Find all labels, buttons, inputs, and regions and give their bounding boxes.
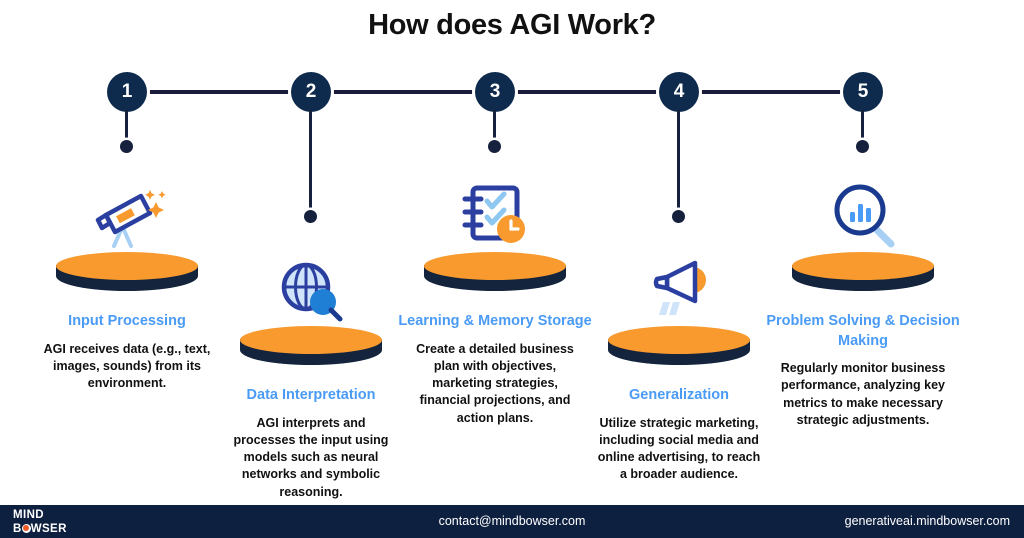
timeline-drop-1	[125, 110, 128, 142]
podium-top	[56, 252, 198, 280]
step-title-1: Input Processing	[68, 313, 186, 329]
timeline-marker-2: 2	[291, 72, 331, 112]
logo-line-1: MIND	[13, 509, 44, 521]
step-description-4: Utilize strategic marketing, including s…	[597, 415, 761, 482]
logo-b: B	[13, 522, 22, 535]
timeline-node-1[interactable]: 1	[107, 72, 147, 153]
footer-website[interactable]: generativeai.mindbowser.com	[844, 514, 1010, 528]
notebook-clock-icon	[395, 178, 595, 250]
timeline-drop-2	[309, 110, 312, 212]
podium-2	[240, 326, 382, 372]
step-3[interactable]: Learning & Memory Storage Create a detai…	[395, 178, 595, 427]
timeline-node-3[interactable]: 3	[475, 72, 515, 153]
step-description-5: Regularly monitor business performance, …	[780, 361, 946, 427]
podium-3	[424, 252, 566, 298]
timeline-dot-1	[120, 140, 133, 153]
timeline-node-4[interactable]: 4	[659, 72, 699, 223]
timeline-node-5[interactable]: 5	[843, 72, 883, 153]
globe-search-icon	[211, 252, 411, 324]
timeline-drop-5	[861, 110, 864, 142]
podium-4	[608, 326, 750, 372]
step-1[interactable]: Input Processing AGI receives data (e.g.…	[27, 178, 227, 392]
logo-wser: WSER	[30, 522, 67, 535]
footer-email[interactable]: contact@mindbowser.com	[438, 514, 586, 528]
timeline-dot-2	[304, 210, 317, 223]
timeline-dot-5	[856, 140, 869, 153]
podium-5	[792, 252, 934, 298]
logo-o-icon	[21, 523, 31, 533]
step-title-2: Data Interpretation	[246, 387, 376, 403]
podium-1	[56, 252, 198, 298]
timeline: 1 2 3 4 5	[0, 72, 1024, 242]
logo-line-2: B WSER	[13, 522, 67, 536]
timeline-dot-4	[672, 210, 685, 223]
step-title-3: Learning & Memory Storage	[398, 313, 592, 329]
timeline-node-2[interactable]: 2	[291, 72, 331, 223]
podium-top	[240, 326, 382, 354]
timeline-marker-1: 1	[107, 72, 147, 112]
footer-bar: MIND B WSER contact@mindbowser.com genera…	[0, 503, 1024, 538]
podium-top	[792, 252, 934, 280]
step-description-2: AGI interprets and processes the input u…	[233, 415, 389, 499]
step-description-3: Create a detailed business plan with obj…	[416, 341, 574, 425]
podium-top	[608, 326, 750, 354]
step-2[interactable]: Data Interpretation AGI interprets and p…	[211, 252, 411, 501]
step-5[interactable]: Problem Solving & Decision Making Regula…	[763, 178, 963, 429]
step-description-1: AGI receives data (e.g., text, images, s…	[43, 341, 211, 391]
timeline-marker-4: 4	[659, 72, 699, 112]
megaphone-icon	[579, 252, 779, 324]
telescope-icon	[27, 178, 227, 250]
step-4[interactable]: Generalization Utilize strategic marketi…	[579, 252, 779, 484]
chart-magnifier-icon	[763, 178, 963, 250]
timeline-marker-3: 3	[475, 72, 515, 112]
page-title: How does AGI Work?	[368, 9, 656, 41]
timeline-drop-4	[677, 110, 680, 212]
timeline-marker-5: 5	[843, 72, 883, 112]
step-title-5: Problem Solving & Decision Making	[766, 313, 960, 349]
timeline-drop-3	[493, 110, 496, 142]
podium-top	[424, 252, 566, 280]
mindbowser-logo[interactable]: MIND B WSER	[13, 509, 67, 536]
timeline-dot-3	[488, 140, 501, 153]
step-title-4: Generalization	[629, 387, 729, 403]
